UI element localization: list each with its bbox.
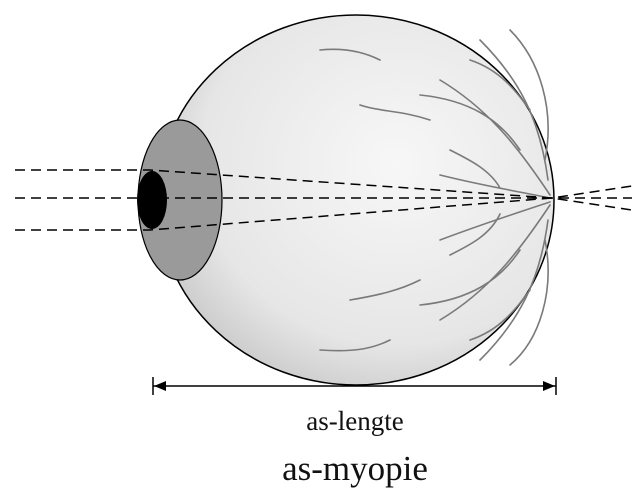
pupil <box>137 171 167 229</box>
light-ray-top <box>15 169 633 199</box>
diagram-title: as-myopie <box>282 449 428 488</box>
axial-length-arrow <box>152 377 557 395</box>
light-rays <box>15 169 633 231</box>
axial-length-label: as-lengte <box>306 406 403 436</box>
retinal-veins <box>319 29 551 366</box>
light-ray-bottom <box>15 197 633 231</box>
